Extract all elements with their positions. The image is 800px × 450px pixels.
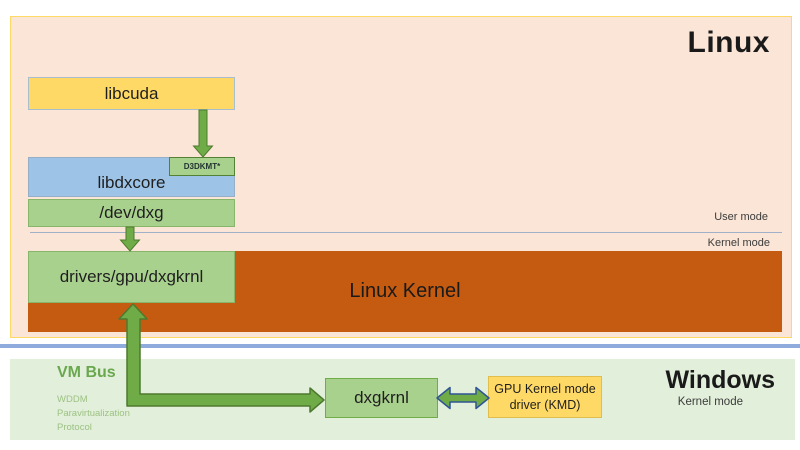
vm-bus-protocol-note: WDDM Paravirtualization Protocol xyxy=(57,393,130,435)
vm-bus-note-line1: WDDM xyxy=(57,394,88,405)
libcuda-box: libcuda xyxy=(28,77,235,110)
user-mode-label: User mode xyxy=(714,211,768,223)
dxgkrnl-box: dxgkrnl xyxy=(325,378,438,418)
d3dkmt-tag: D3DKMT* xyxy=(169,157,235,176)
windows-kernel-mode-label: Kernel mode xyxy=(677,396,743,408)
user-kernel-mode-divider xyxy=(30,232,782,233)
dxgkrnl-label: dxgkrnl xyxy=(354,388,409,407)
vm-bus-label: VM Bus xyxy=(57,364,116,381)
vm-bus-note-line2: Paravirtualization xyxy=(57,408,130,419)
gpu-kmd-box: GPU Kernel mode driver (KMD) xyxy=(488,376,602,418)
vm-bus-note-line3: Protocol xyxy=(57,422,92,433)
gpu-kmd-label-line2: driver (KMD) xyxy=(509,398,581,412)
linux-kernel-mode-label: Kernel mode xyxy=(707,237,770,249)
linux-region-title: Linux xyxy=(687,26,770,59)
d3dkmt-label: D3DKMT* xyxy=(183,162,221,171)
vmbus-separator-line xyxy=(0,344,800,348)
linux-kernel-label: Linux Kernel xyxy=(349,280,461,302)
gpu-kmd-label-line1: GPU Kernel mode xyxy=(494,382,596,396)
dev-dxg-label: /dev/dxg xyxy=(99,203,164,222)
libdxcore-label: libdxcore xyxy=(97,173,166,192)
drivers-gpu-dxgkrnl-label: drivers/gpu/dxgkrnl xyxy=(59,267,204,286)
windows-region-title: Windows xyxy=(665,366,776,394)
dev-dxg-box: /dev/dxg xyxy=(28,199,235,227)
libcuda-label: libcuda xyxy=(104,83,159,103)
drivers-gpu-dxgkrnl-box: drivers/gpu/dxgkrnl xyxy=(28,251,235,303)
